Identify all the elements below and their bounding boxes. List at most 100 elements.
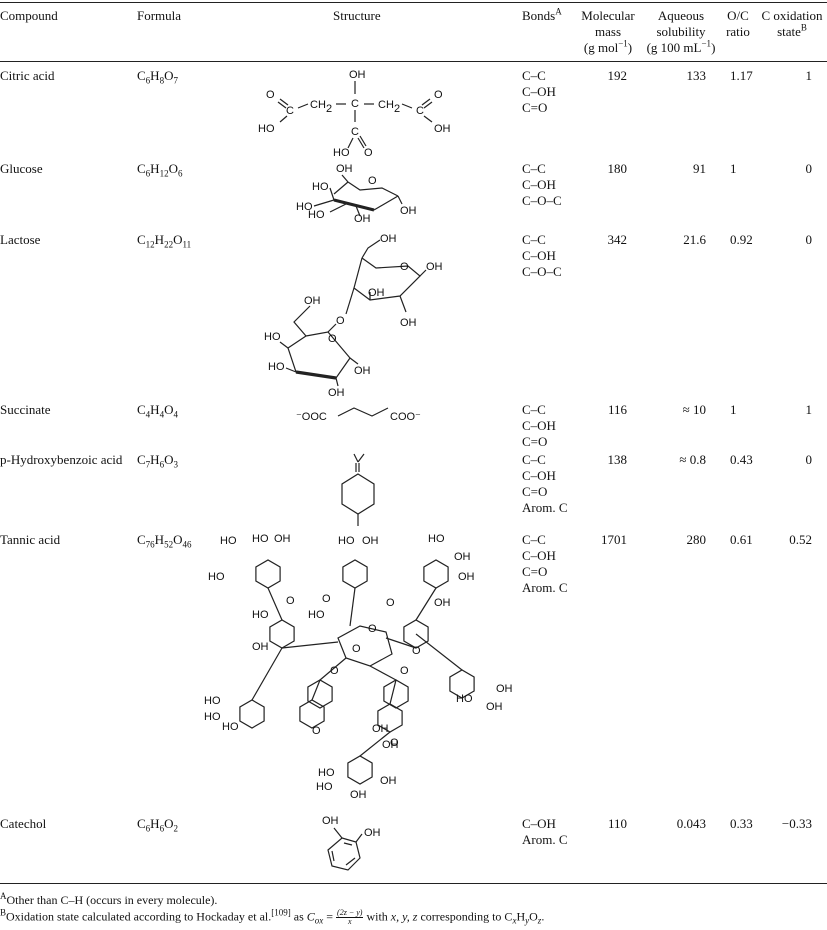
bond-line <box>415 587 437 621</box>
atom-label: OH <box>382 739 399 751</box>
c-oxidation-state: 0 <box>805 232 813 247</box>
atom-label: OH <box>434 597 451 609</box>
svg-text:2: 2 <box>394 103 400 115</box>
atom-label: OH <box>458 571 475 583</box>
molecular-mass: 1701 <box>601 532 627 547</box>
atom-label: O <box>368 623 377 635</box>
compound-name: p-Hydroxybenzoic acid <box>0 452 123 467</box>
bond-line <box>415 633 463 671</box>
aqueous-solubility: 133 <box>686 68 707 83</box>
c-oxidation-state: −0.33 <box>781 816 812 831</box>
oc-ratio: 1 <box>730 161 737 176</box>
svg-text:⁻OOC: ⁻OOC <box>296 411 327 423</box>
bond-entry: C–O–C <box>522 264 562 279</box>
atom-label: HO <box>252 609 269 621</box>
svg-text:O: O <box>434 89 443 101</box>
molecular-mass: 342 <box>607 232 628 247</box>
svg-text:2: 2 <box>326 103 332 115</box>
svg-text:O: O <box>368 175 377 187</box>
atom-label: O <box>312 725 321 737</box>
atom-label: HO <box>316 781 333 793</box>
atom-label: OH <box>454 551 471 563</box>
footnote-a: AOther than C–H (occurs in every molecul… <box>0 891 218 908</box>
bond-entry: C–C <box>522 232 546 247</box>
svg-text:HO: HO <box>264 331 281 343</box>
aromatic-ring <box>449 669 475 699</box>
bond-entry: Arom. C <box>522 580 568 595</box>
bond-entry: C–C <box>522 68 546 83</box>
bond-entry: Arom. C <box>522 832 568 847</box>
aromatic-ring <box>299 699 325 729</box>
c-oxidation-state: 1 <box>805 402 813 417</box>
bond-entry: C=O <box>522 434 548 449</box>
svg-text:C: C <box>416 105 424 117</box>
svg-text:O: O <box>328 333 337 345</box>
compound-name: Succinate <box>0 402 51 417</box>
atom-label: OH <box>274 534 291 545</box>
svg-text:O: O <box>400 261 409 273</box>
molecular-mass: 138 <box>607 452 628 467</box>
bond-entry: C–C <box>522 452 546 467</box>
svg-text:OH: OH <box>364 827 381 839</box>
compound-name: Catechol <box>0 816 47 831</box>
bond-entry: C=O <box>522 484 548 499</box>
atom-label: O <box>322 593 331 605</box>
svg-text:OH: OH <box>349 69 366 81</box>
atom-label: OH <box>362 535 379 547</box>
svg-text:OH: OH <box>354 365 371 377</box>
atom-label: HO <box>220 535 237 547</box>
atom-label: HO <box>208 571 225 583</box>
bond-line <box>267 587 283 621</box>
oc-ratio: 1.17 <box>730 68 753 83</box>
header-bonds: BondsA <box>522 6 562 23</box>
structure-citric-acid: OH C C HO O CH 2 C O HO CH 2 C O OH <box>258 69 451 158</box>
bottom-rule <box>0 883 827 884</box>
svg-text:C: C <box>286 105 294 117</box>
molecular-mass: 116 <box>607 402 627 417</box>
svg-text:OH: OH <box>368 287 385 299</box>
aqueous-solubility: 0.043 <box>676 816 706 831</box>
atom-label: O <box>330 665 339 677</box>
header-solubility: Aqueous solubility (g 100 mL−1) <box>646 8 716 55</box>
svg-text:HO: HO <box>308 209 325 221</box>
svg-text:COO⁻: COO⁻ <box>390 411 421 423</box>
oc-ratio: 0.43 <box>730 452 753 467</box>
bond-line <box>369 665 397 681</box>
formula-lactose: C12H22O11 <box>137 232 192 250</box>
formula-succinate: C4H4O4 <box>137 402 178 420</box>
bond-entry: Arom. C <box>522 500 568 515</box>
atom-label: HO <box>428 534 445 545</box>
c-oxidation-state: 0 <box>805 452 813 467</box>
header-compound: Compound <box>0 8 58 23</box>
structure-p-hydroxybenzoic-acid <box>341 453 375 526</box>
footnote-b: BOxidation state calculated according to… <box>0 907 545 926</box>
svg-text:CH: CH <box>310 99 326 111</box>
atom-label: O <box>286 595 295 607</box>
svg-text:OH: OH <box>426 261 443 273</box>
aromatic-ring <box>269 619 295 649</box>
c-oxidation-state: 0 <box>805 161 813 176</box>
bond-entry: C–O–C <box>522 193 562 208</box>
svg-text:OH: OH <box>322 815 339 827</box>
bond-line <box>349 587 356 627</box>
oc-ratio: 0.33 <box>730 816 753 831</box>
atom-label: HO <box>338 535 355 547</box>
bond-entry: C–C <box>522 532 546 547</box>
atom-label: HO <box>456 693 473 705</box>
formula-tannic: C76H52O46 <box>137 532 192 550</box>
svg-text:OH: OH <box>400 205 417 217</box>
molecular-mass: 192 <box>607 68 628 83</box>
structure-succinate: ⁻OOC COO⁻ <box>296 407 421 423</box>
svg-text:C: C <box>351 98 359 110</box>
atom-label: O <box>412 645 421 657</box>
svg-text:OH: OH <box>354 213 371 222</box>
compound-name: Citric acid <box>0 68 55 83</box>
svg-text:O: O <box>336 315 345 327</box>
atom-label: HO <box>222 721 239 733</box>
aromatic-ring <box>255 559 281 589</box>
atom-label: HO <box>318 767 335 779</box>
compound-name: Glucose <box>0 161 43 176</box>
glucose-core <box>337 625 393 667</box>
aqueous-solubility: ≈ 0.8 <box>679 452 706 467</box>
